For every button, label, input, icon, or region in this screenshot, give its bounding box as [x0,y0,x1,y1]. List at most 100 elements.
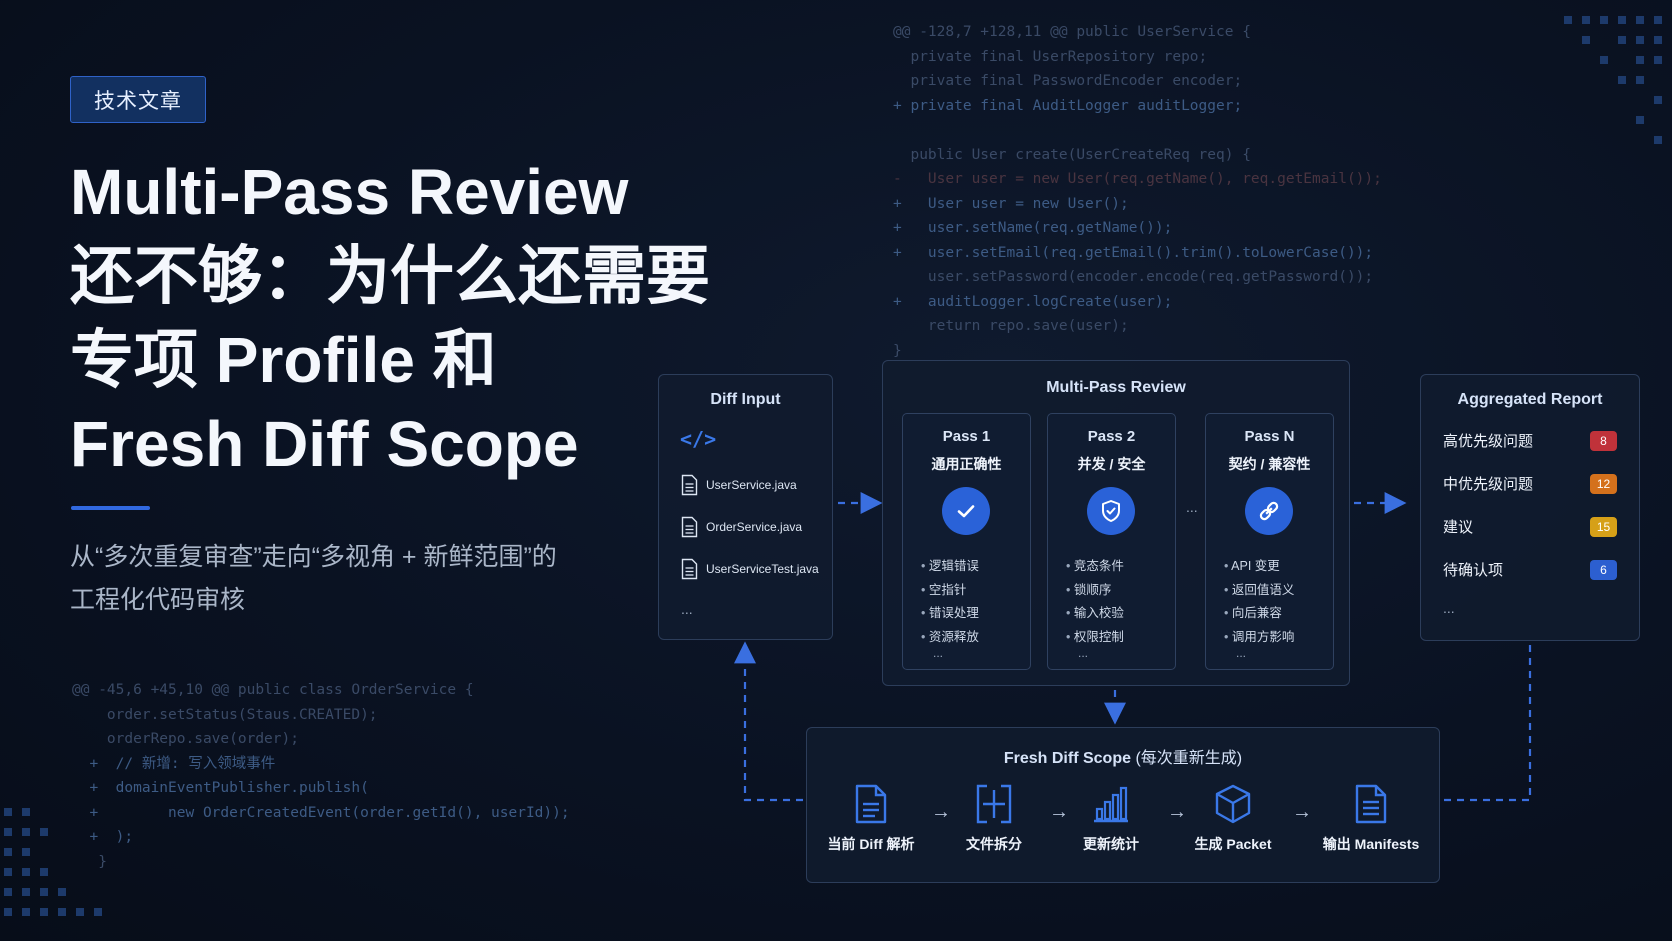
shield-icon [1087,487,1135,535]
code-line: user.setPassword(encoder.encode(req.getP… [893,269,1374,285]
pass-focus: 并发 / 安全 [1077,456,1146,472]
code-line: + domainEventPublisher.publish( [72,780,369,796]
code-line: orderRepo.save(order); [72,731,299,747]
pass-check-item: 逻辑错误 [921,555,979,579]
fresh-title-main: Fresh Diff Scope [1003,750,1131,767]
pass-name: Pass N [1244,428,1295,445]
pixel-decoration-top-right [1560,12,1672,152]
subtitle: 从“多次重复审查”走向“多视角 + 新鲜范围”的 工程化代码审核 [70,536,557,622]
pass-more: ... [1078,646,1089,660]
file-item[interactable]: UserServiceTest.java [681,558,819,580]
step-arrow: → [1049,801,1069,823]
step-build-packet[interactable]: 生成 Packet [1173,784,1293,854]
code-line: } [893,342,902,359]
subtitle-line-1: 从“多次重复审查”走向“多视角 + 新鲜范围”的 [70,543,557,571]
file-icon [681,558,698,580]
step-split-files[interactable]: 文件拆分 [934,784,1054,854]
count-badge: 12 [1590,473,1617,494]
code-line: + user.setEmail(req.getEmail().trim().to… [893,244,1374,261]
code-line: + new OrderCreatedEvent(order.getId(), u… [72,804,570,821]
cube-icon [1215,784,1251,824]
more-passes-dots: ... [1186,499,1198,515]
pass-card-n[interactable]: Pass N 契约 / 兼容性 API 变更 返回值语义 向后兼容 调用方影响 … [1205,413,1334,670]
pass-check-item: API 变更 [1224,555,1294,579]
pass-check-item: 调用方影响 [1224,626,1295,650]
step-label: 生成 Packet [1194,836,1272,852]
pass-name: Pass 1 [942,428,991,445]
code-line: + // 新增: 写入领域事件 [72,755,276,772]
file-name: OrderService.java [706,520,803,534]
fresh-diff-scope-panel: Fresh Diff Scope (每次重新生成) 当前 Diff 解析 → 文… [806,727,1440,883]
count-badge: 6 [1590,559,1617,580]
code-line: return repo.save(user); [893,318,1129,334]
step-label: 输出 Manifests [1322,836,1420,852]
arrow-fresh-to-diff [734,641,803,802]
step-output-manifests[interactable]: 输出 Manifests [1311,784,1431,854]
pass-card-1[interactable]: Pass 1 通用正确性 逻辑错误 空指针 错误处理 资源释放 ... [902,413,1031,670]
code-line: + ); [72,829,134,845]
pass-check-item: 空指针 [921,579,979,603]
file-item[interactable]: OrderService.java [681,516,802,538]
step-arrow: → [1167,801,1187,823]
step-arrow: → [1292,801,1312,823]
diff-input-title: Diff Input [710,391,781,408]
pass-checklist: 竞态条件 锁顺序 输入校验 权限控制 [1066,555,1124,649]
pass-more: ... [933,646,944,660]
fresh-diff-scope-title: Fresh Diff Scope (每次重新生成) [807,744,1439,768]
code-line: private final PasswordEncoder encoder; [893,73,1243,89]
diff-input-more: ... [681,601,693,617]
bar-chart-icon [1094,786,1128,823]
pass-focus: 契约 / 兼容性 [1228,456,1311,472]
report-row-label: 建议 [1443,519,1474,536]
step-update-stats[interactable]: 更新统计 [1051,784,1171,854]
pass-check-item: 资源释放 [921,626,979,650]
report-row-medium[interactable]: 中优先级问题 12 [1443,473,1617,494]
pass-checklist: 逻辑错误 空指针 错误处理 资源释放 [921,555,979,649]
pass-card-2[interactable]: Pass 2 并发 / 安全 竞态条件 锁顺序 输入校验 权限控制 ... [1047,413,1176,670]
article-tag: 技术文章 [70,76,206,123]
pass-check-item: 权限控制 [1066,626,1124,650]
split-icon [976,784,1012,824]
report-row-high[interactable]: 高优先级问题 8 [1443,430,1617,451]
step-arrow: → [931,801,951,823]
step-label: 文件拆分 [966,836,1022,852]
file-icon [681,474,698,496]
code-line: + User user = new User(); [893,195,1129,212]
pass-checklist: API 变更 返回值语义 向后兼容 调用方影响 [1224,555,1294,649]
count-badge: 8 [1590,430,1617,451]
pixel-decoration-bottom-left [0,800,120,941]
aggregated-report-title: Aggregated Report [1457,391,1603,408]
title-underline [71,506,150,510]
report-row-pending[interactable]: 待确认项 6 [1443,559,1617,580]
document-list-icon [1355,784,1387,824]
pass-check-item: 竞态条件 [1066,555,1124,579]
code-line: @@ -45,6 +45,10 @@ public class OrderSer… [72,682,474,698]
code-icon: </> [680,427,717,451]
report-row-label: 待确认项 [1443,562,1504,579]
file-name: UserServiceTest.java [706,562,819,576]
title-line-3: 专项 Profile 和 [70,324,497,396]
pass-more: ... [1236,646,1247,660]
document-icon [855,784,887,824]
multi-pass-review-panel: Multi-Pass Review Pass 1 通用正确性 逻辑错误 空指针 … [882,360,1350,686]
code-line: + user.setName(req.getName()); [893,220,1173,236]
pass-check-item: 输入校验 [1066,602,1124,626]
step-parse-diff[interactable]: 当前 Diff 解析 [811,784,931,854]
report-row-label: 高优先级问题 [1443,433,1534,450]
report-more: ... [1443,600,1455,616]
count-badge: 15 [1590,516,1617,537]
report-row-suggestion[interactable]: 建议 15 [1443,516,1617,537]
code-line: @@ -128,7 +128,11 @@ public UserService … [893,24,1251,40]
code-line: order.setStatus(Staus.CREATED); [72,706,378,723]
code-line: } [72,853,107,870]
pass-check-item: 向后兼容 [1224,602,1294,626]
check-icon [942,487,990,535]
file-item[interactable]: UserService.java [681,474,797,496]
line-report-to-fresh [1444,645,1532,802]
fresh-title-note: (每次重新生成) [1135,750,1243,767]
diff-input-panel: Diff Input </> UserService.java OrderSer… [658,374,833,640]
report-row-label: 中优先级问题 [1443,476,1534,493]
page-title: Multi-Pass Review 还不够：为什么还需要 专项 Profile … [70,150,710,486]
title-line-1: Multi-Pass Review [70,156,629,228]
